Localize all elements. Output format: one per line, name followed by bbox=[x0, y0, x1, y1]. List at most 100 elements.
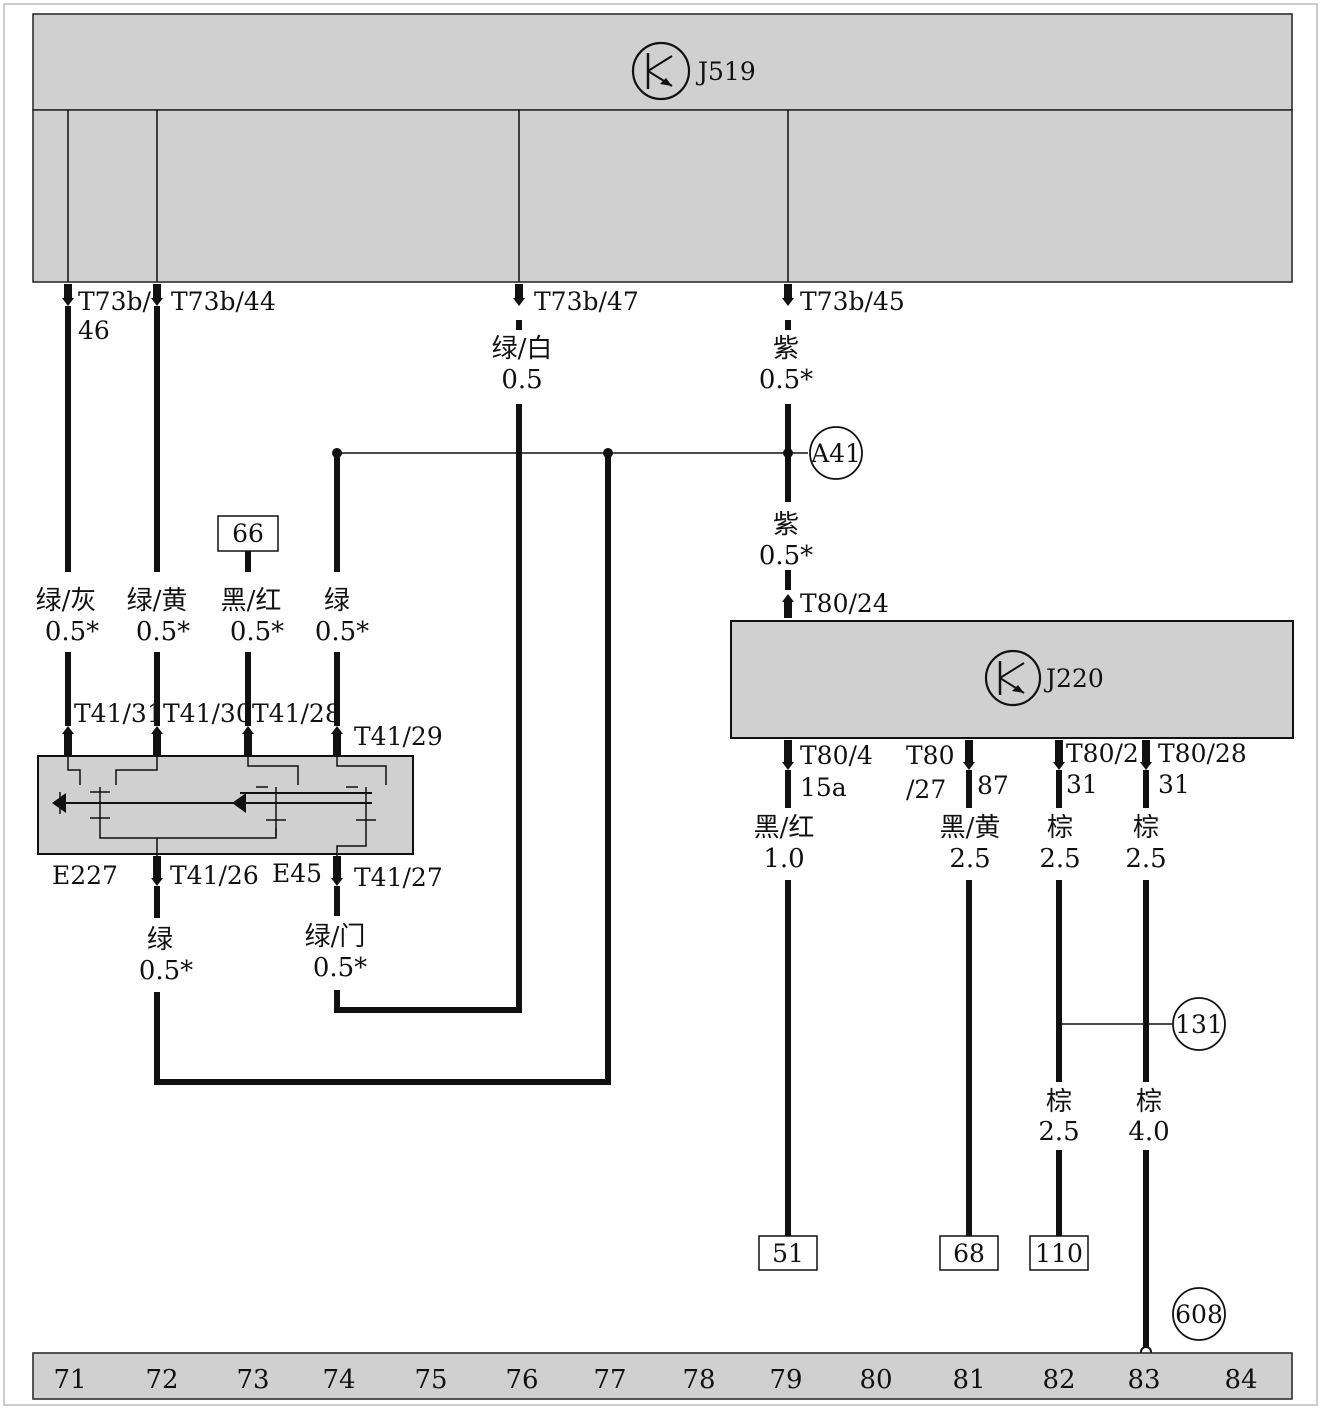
j220-pins bbox=[782, 740, 1152, 770]
module-j519[interactable]: J519 bbox=[32, 13, 1293, 283]
wire-w7-size: 0.5* bbox=[315, 617, 369, 647]
grid-number-78: 78 bbox=[682, 1365, 715, 1395]
j519-body-block bbox=[32, 109, 1293, 283]
transistor-icon bbox=[631, 41, 691, 101]
ground-point-131[interactable]: 131 bbox=[1172, 997, 1226, 1051]
wire-w13-color: 棕 bbox=[1133, 813, 1159, 843]
e227-indicator-icon bbox=[52, 793, 66, 813]
connector-t80-28-terminal: 31 bbox=[1158, 770, 1190, 799]
grid-number-76: 76 bbox=[505, 1365, 538, 1395]
a41-label: A41 bbox=[810, 439, 861, 468]
wire-w8-size: 0.5* bbox=[139, 956, 193, 986]
grid-number-79: 79 bbox=[769, 1365, 802, 1395]
wire-w5-size: 0.5* bbox=[759, 541, 813, 571]
module-j220[interactable]: J220 bbox=[730, 620, 1294, 739]
wire-w6-size: 0.5* bbox=[230, 617, 284, 647]
connector-t41-27: T41/27 bbox=[354, 863, 443, 892]
connector-t73b-47: T73b/47 bbox=[534, 287, 639, 316]
connector-t80-28: T80/28 bbox=[1158, 739, 1247, 768]
wire-w12-color: 棕 bbox=[1047, 813, 1073, 843]
connector-t73b-46-a: T73b/ bbox=[78, 287, 151, 316]
wire-w12-size: 2.5 bbox=[1039, 844, 1080, 874]
wire-w15-size: 4.0 bbox=[1128, 1117, 1169, 1147]
e45-label: E45 bbox=[272, 859, 322, 888]
ref-box-110[interactable]: 110 bbox=[1029, 1235, 1089, 1271]
wire-w2-color: 绿/黄 bbox=[127, 586, 188, 616]
wire-w9-size: 0.5* bbox=[313, 953, 367, 983]
grid-number-75: 75 bbox=[414, 1365, 447, 1395]
grid-number-74: 74 bbox=[322, 1365, 355, 1395]
j519-label: J519 bbox=[695, 57, 756, 86]
grid-strip bbox=[32, 1352, 1293, 1400]
wire-w14-size: 2.5 bbox=[1038, 1117, 1079, 1147]
grid-number-80: 80 bbox=[859, 1365, 892, 1395]
connector-t80-4-terminal: 15a bbox=[800, 773, 847, 802]
wire-w10-color: 黑/红 bbox=[754, 813, 815, 843]
t80-24-pin bbox=[782, 594, 794, 618]
wire-w10-size: 1.0 bbox=[763, 844, 804, 874]
connector-t80-4: T80/4 bbox=[800, 741, 873, 770]
ref-box-68[interactable]: 68 bbox=[939, 1235, 999, 1271]
connector-t80-27-terminal: 87 bbox=[977, 771, 1009, 800]
ref-box-51[interactable]: 51 bbox=[758, 1235, 818, 1271]
wire-w8-color: 绿 bbox=[147, 925, 173, 955]
wire-w7-color: 绿 bbox=[324, 586, 350, 616]
connector-t73b-44: T73b/44 bbox=[171, 287, 276, 316]
j220-label: J220 bbox=[1043, 664, 1104, 693]
ref-box-66[interactable]: 66 bbox=[217, 515, 279, 552]
thin-bus bbox=[337, 452, 1172, 1025]
ground-point-a41[interactable]: A41 bbox=[809, 426, 863, 480]
connector-t80-27-b: /27 bbox=[906, 775, 946, 804]
wire-w11-size: 2.5 bbox=[949, 844, 990, 874]
grid-numbers: 71 72 73 74 75 76 77 78 79 80 81 82 83 84 bbox=[53, 1365, 1257, 1395]
j519-pin-marks bbox=[62, 284, 794, 306]
transistor-icon bbox=[984, 649, 1042, 707]
t41-lower-pins bbox=[151, 856, 343, 886]
wire-w5-color: 紫 bbox=[773, 510, 799, 540]
j519-internal-lines bbox=[67, 110, 789, 282]
connector-t80-2-terminal: 31 bbox=[1066, 770, 1098, 799]
grid-number-72: 72 bbox=[145, 1365, 178, 1395]
connector-t41-30: T41/30 bbox=[163, 699, 252, 728]
wire-w13-size: 2.5 bbox=[1125, 844, 1166, 874]
wire-w4-color: 紫 bbox=[773, 334, 799, 364]
grid-number-73: 73 bbox=[236, 1365, 269, 1395]
connector-t80-24: T80/24 bbox=[800, 589, 889, 618]
wire-w14-color: 棕 bbox=[1046, 1087, 1072, 1117]
connector-t73b-45: T73b/45 bbox=[800, 287, 905, 316]
t41-upper-pins bbox=[62, 726, 343, 756]
ref-box-68-label: 68 bbox=[953, 1239, 985, 1268]
connector-t80-2: T80/2 bbox=[1066, 739, 1139, 768]
connector-t80-27-a: T80 bbox=[906, 741, 955, 770]
wire-w9-color: 绿/门 bbox=[305, 922, 366, 952]
ref-box-110-label: 110 bbox=[1035, 1239, 1083, 1268]
connector-t41-31: T41/31 bbox=[74, 699, 163, 728]
connector-t73b-46-b: 46 bbox=[78, 316, 110, 345]
ref-box-66-label: 66 bbox=[232, 519, 264, 548]
switch-block-e227-e45[interactable] bbox=[37, 755, 414, 856]
grid-number-84: 84 bbox=[1224, 1365, 1257, 1395]
ground-point-608[interactable]: 608 bbox=[1172, 1287, 1226, 1341]
wire-w1-size: 0.5* bbox=[45, 617, 99, 647]
grid-number-77: 77 bbox=[593, 1365, 626, 1395]
e45-indicator-icon bbox=[232, 793, 246, 813]
ref-608-label: 608 bbox=[1175, 1300, 1223, 1329]
thick-wires bbox=[65, 306, 1149, 1352]
grid-number-81: 81 bbox=[952, 1365, 985, 1395]
grid-number-82: 82 bbox=[1042, 1365, 1075, 1395]
ref-131-label: 131 bbox=[1175, 1010, 1223, 1039]
connector-t41-28: T41/28 bbox=[252, 699, 341, 728]
grid-number-71: 71 bbox=[53, 1365, 86, 1395]
ref-box-51-label: 51 bbox=[772, 1239, 804, 1268]
connector-t41-29: T41/29 bbox=[354, 722, 443, 751]
wire-w2-size: 0.5* bbox=[136, 617, 190, 647]
junction-dots bbox=[332, 448, 793, 458]
connector-t41-26: T41/26 bbox=[170, 861, 259, 890]
wire-w15-color: 棕 bbox=[1136, 1087, 1162, 1117]
wire-w1-color: 绿/灰 bbox=[36, 586, 97, 616]
e227-label: E227 bbox=[52, 861, 118, 890]
wire-w3-color: 绿/白 bbox=[492, 334, 553, 364]
grid-number-83: 83 bbox=[1127, 1365, 1160, 1395]
wire-w4-size: 0.5* bbox=[759, 365, 813, 395]
